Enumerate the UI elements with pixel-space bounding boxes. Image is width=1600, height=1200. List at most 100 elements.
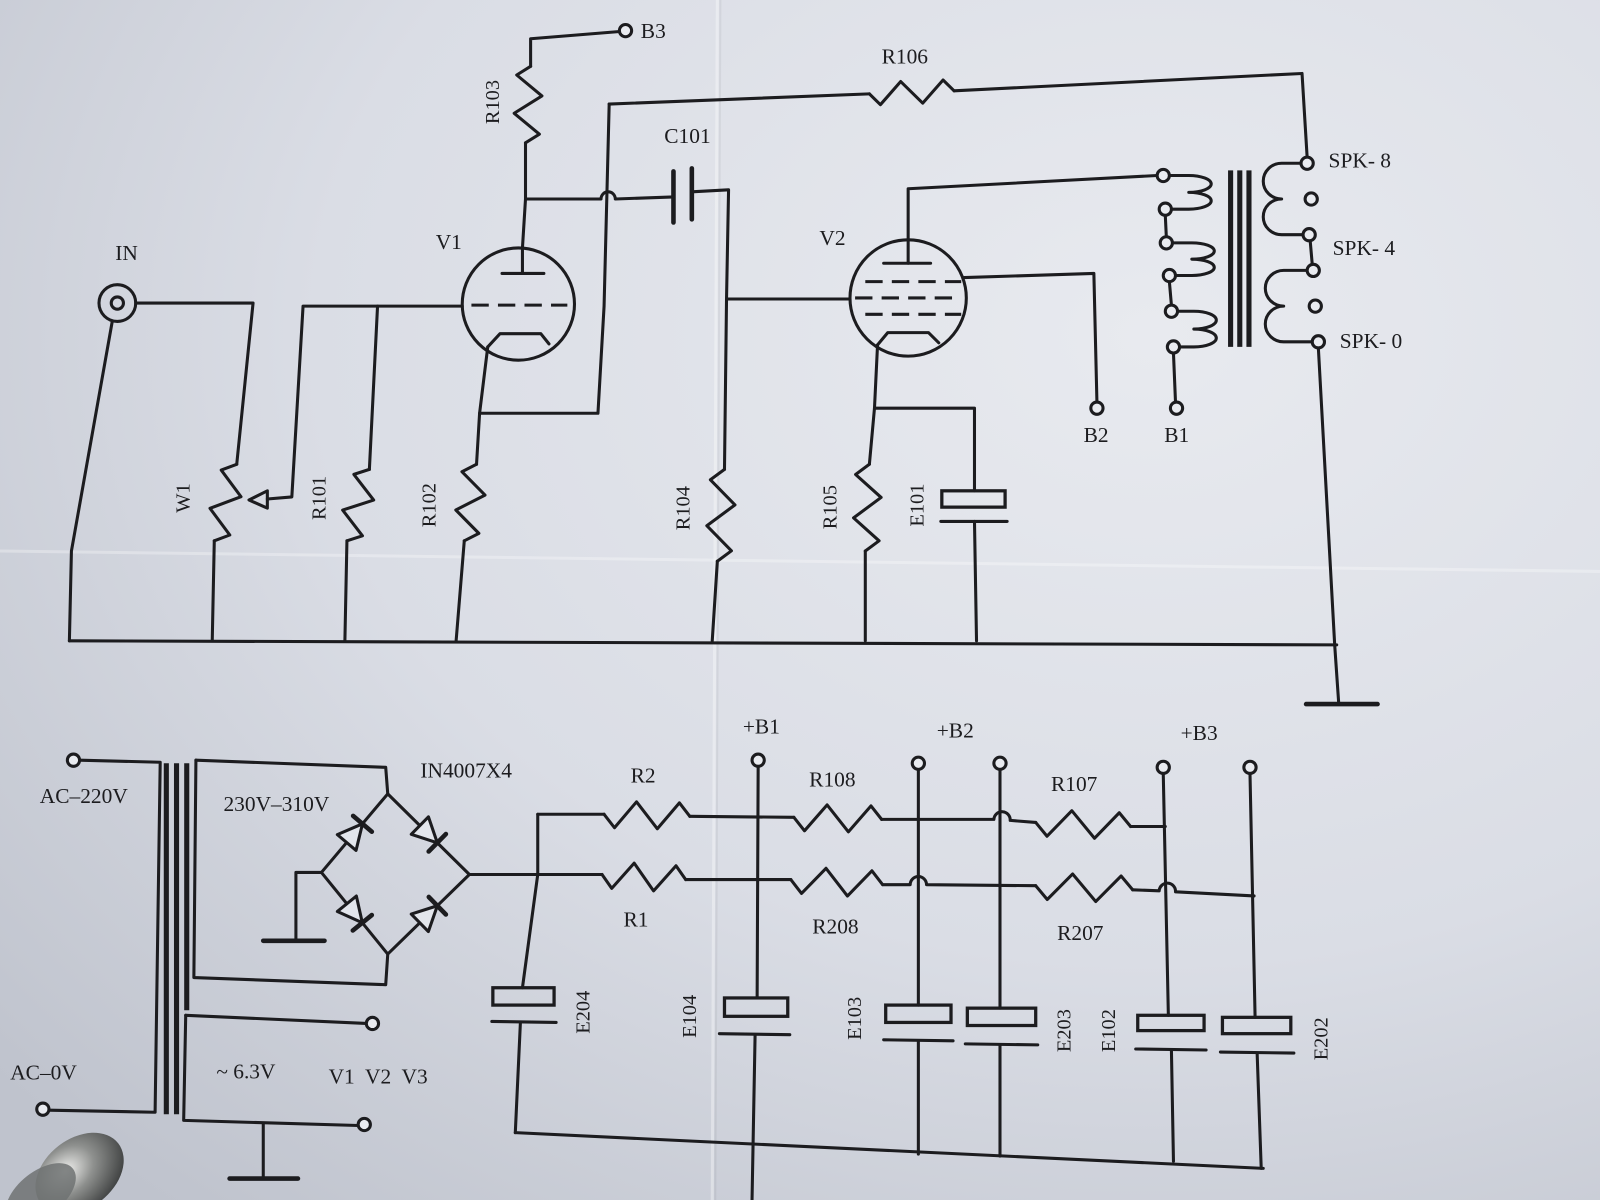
wire-rail-b3-a (1161, 771, 1170, 1017)
resistor-r207 (1034, 872, 1135, 904)
resistor-r106 (867, 78, 956, 107)
resistor-r208 (789, 866, 885, 898)
fold-vertical-shadow (714, 0, 722, 1200)
primary-terminal-5 (1163, 303, 1180, 319)
terminal-rail-b1 (750, 752, 766, 768)
amplifier-section: B3 R106 C101 IN V1 V2 SPK- 8 SPK- 4 SPK-… (67, 19, 1402, 707)
resistor-r102 (454, 462, 487, 543)
output-transformer (1155, 155, 1327, 355)
resistor-r2 (602, 800, 692, 831)
label-r2: R2 (631, 764, 656, 788)
wire-input-ground (67, 319, 114, 643)
terminal-b3 (617, 22, 634, 39)
secondary-coil-link (1308, 239, 1314, 266)
terminal-rail-b2-b (992, 755, 1008, 771)
diode-4-anode-triangle (409, 904, 439, 934)
terminal-heater-2 (356, 1116, 372, 1133)
fold-horizontal (0, 549, 1600, 573)
wire-c101-out (690, 188, 731, 471)
capacitor-e101-plate-positive (940, 489, 1007, 509)
label-spk-8: SPK- 8 (1329, 148, 1391, 172)
diode-3-anode-triangle (335, 894, 364, 925)
wire-v1-grid (265, 304, 464, 501)
wire-rail-b1 (755, 764, 760, 1000)
bridge-rectifier (319, 792, 471, 956)
wire-v1-cathode (474, 345, 490, 466)
capacitor-e103-plate-negative (882, 1038, 955, 1043)
label-r105: R105 (820, 485, 842, 529)
label-ac-0v: AC–0V (10, 1061, 77, 1085)
primary-coil-loop-1 (1167, 173, 1213, 211)
terminal-heater-1 (364, 1015, 381, 1032)
wire-r208-out (881, 875, 1038, 888)
wire-spk0-ground (1316, 346, 1341, 706)
capacitor-e202-plate-negative (1218, 1050, 1296, 1055)
tube-v1-cathode (486, 332, 551, 349)
resistor-r104 (705, 467, 737, 563)
capacitor-e102-plate-positive (1136, 1013, 1206, 1033)
wire-w1-ground (210, 539, 216, 643)
input-jack-outer (97, 283, 138, 323)
bridge-edges (319, 792, 471, 956)
primary-coil-link-2 (1167, 280, 1173, 307)
resistor-r107 (1034, 809, 1133, 840)
wire-r101-ground (343, 539, 349, 643)
capacitor-e204-plate-positive (491, 986, 556, 1007)
resistor-r103 (512, 64, 544, 145)
label-r102: R102 (419, 483, 441, 527)
label-heater-loads: V1 V2 V3 (329, 1065, 428, 1089)
wire-r207-out (1131, 881, 1256, 898)
label-b1: B1 (1164, 423, 1189, 447)
primary-coil-link-1 (1163, 213, 1168, 239)
primary-terminal-2 (1157, 201, 1173, 217)
tube-object-base (5, 1163, 76, 1200)
diode-1 (335, 813, 375, 852)
primary-coil-loop-3 (1176, 309, 1218, 349)
secondary-coil-loop-2 (1263, 268, 1314, 344)
wire-heater-top (184, 1013, 368, 1025)
label-b3: B3 (641, 19, 666, 43)
label-e101: E101 (906, 484, 928, 527)
label-spk-0: SPK- 0 (1340, 329, 1402, 353)
terminal-rail-b3-a (1155, 759, 1171, 775)
label-e202: E202 (1310, 1017, 1332, 1060)
label-r104: R104 (673, 486, 695, 530)
diode-2-cathode-bar (426, 831, 449, 854)
label-heater-voltage: ~ 6.3V (216, 1060, 276, 1084)
ground-bus (67, 639, 1339, 647)
label-input: IN (115, 241, 138, 265)
label-e102: E102 (1098, 1009, 1120, 1052)
label-e103: E103 (844, 997, 866, 1040)
diode-4 (409, 894, 449, 934)
label-e104: E104 (679, 995, 701, 1038)
capacitor-e204-plate-negative (490, 1019, 558, 1024)
tube-v2-envelope (848, 238, 968, 358)
terminal-rail-b2-a (910, 755, 927, 771)
capacitor-e104-plate-negative (717, 1032, 792, 1037)
wire-r102-ground (454, 539, 466, 643)
capacitor-e202-plate-positive (1220, 1015, 1293, 1036)
w1-wiper-arrowhead (247, 489, 269, 510)
primary-coil-loop-2 (1170, 241, 1216, 278)
wire-input (134, 301, 255, 466)
resistor-r1 (600, 861, 688, 893)
terminal-ac-0v (35, 1101, 51, 1117)
wire-hv-secondary-bottom (192, 758, 390, 987)
secondary-tap-1 (1303, 191, 1319, 207)
wire-b3-feed (529, 30, 620, 68)
label-e204: E204 (573, 991, 595, 1034)
diode-3 (335, 894, 375, 933)
label-e203: E203 (1053, 1009, 1075, 1052)
label-rail-b2: +B2 (937, 719, 974, 743)
terminal-b2 (1089, 400, 1105, 416)
wire-rail-b3-b (1248, 771, 1257, 1019)
capacitor-e203-plate-positive (965, 1006, 1038, 1028)
wire-feedback-right (952, 71, 1309, 159)
label-r208: R208 (812, 915, 858, 939)
terminal-rail-b3-b (1242, 759, 1258, 775)
input-jack (97, 283, 138, 323)
label-rectifier: IN4007X4 (420, 759, 512, 783)
label-r106: R106 (882, 44, 929, 68)
wire-bridge-negative (294, 870, 323, 943)
